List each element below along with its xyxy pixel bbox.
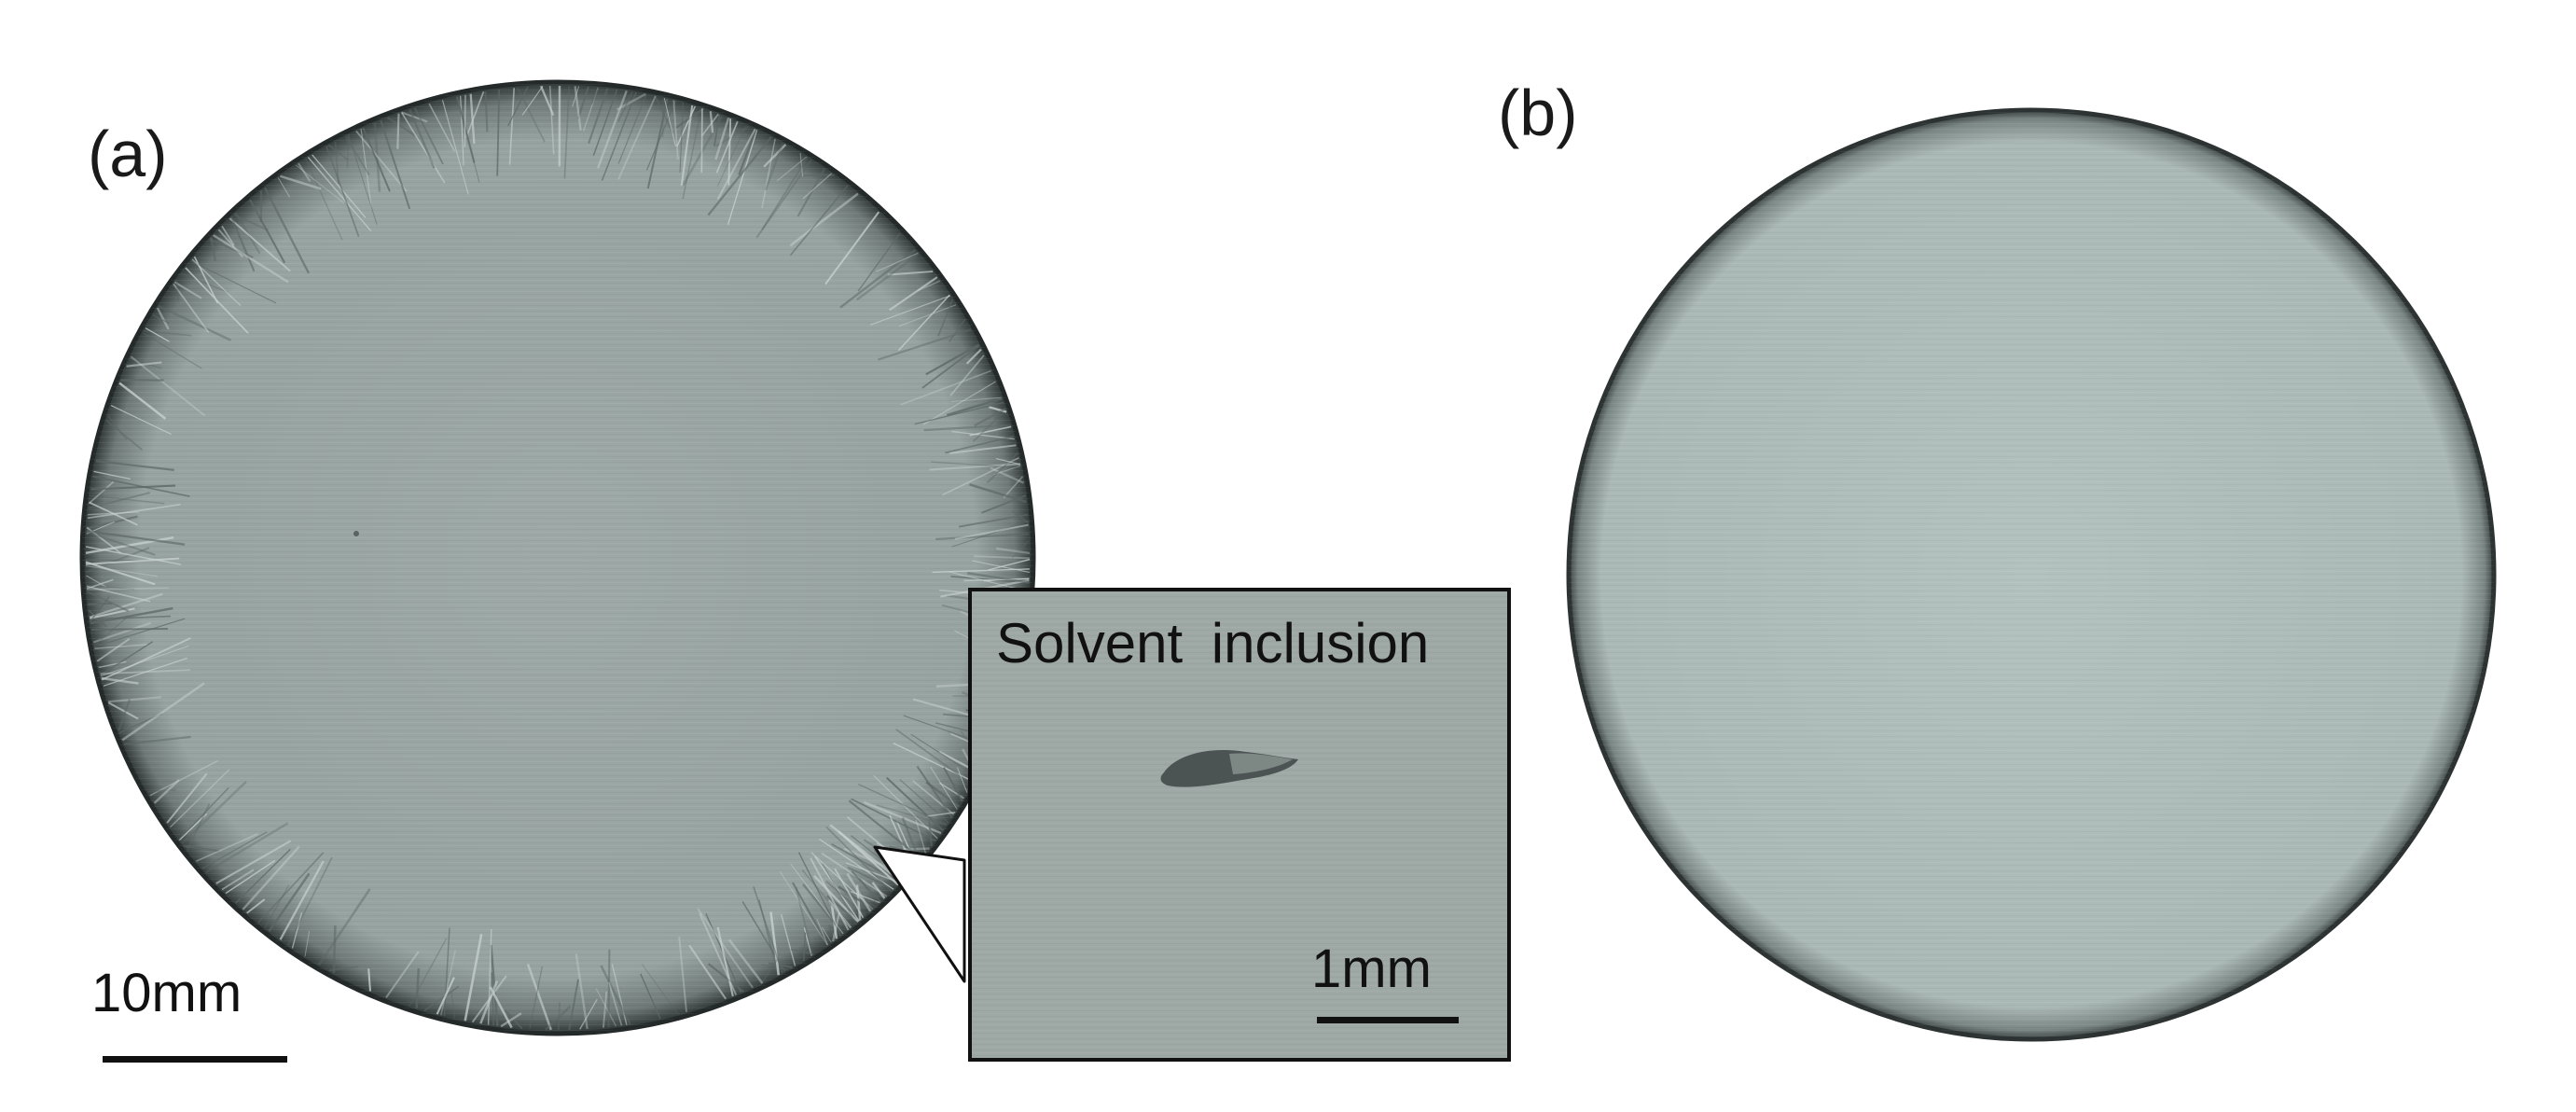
scale-bar-a-label: 10mm (91, 966, 242, 1021)
edge-striation (609, 950, 610, 1027)
inset-title: Solvent inclusion (996, 616, 1429, 672)
edge-striation (464, 95, 465, 147)
wafer-a-speck (353, 531, 359, 536)
inset-callout-wedge (875, 847, 964, 981)
edge-striation (88, 604, 112, 605)
scale-bar-inset (1317, 1017, 1459, 1023)
panel-b-label: (b) (1498, 80, 1578, 146)
wafer-b (1558, 103, 2509, 1054)
edge-striation (91, 629, 168, 630)
scale-bar-a (103, 1056, 287, 1063)
panel-a-label: (a) (88, 121, 168, 187)
wafer-a (75, 75, 1045, 1045)
scale-bar-inset-label: 1mm (1311, 942, 1432, 996)
edge-striation (334, 925, 336, 973)
edge-striation (701, 108, 702, 173)
edge-striation (397, 114, 398, 149)
